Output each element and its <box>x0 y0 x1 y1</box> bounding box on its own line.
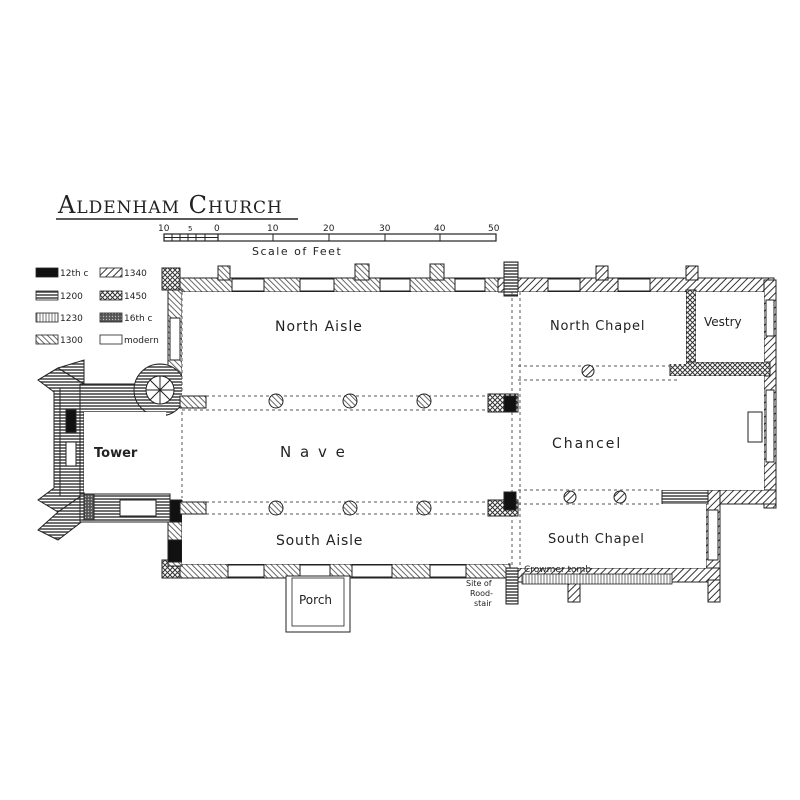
label-porch: Porch <box>299 593 332 607</box>
scale-tick-label: 30 <box>379 224 391 234</box>
scale-caption: Scale of Feet <box>252 245 342 258</box>
scale-tick-label: 5 <box>188 225 192 233</box>
legend-swatch <box>35 290 59 301</box>
scale-tick-label: 0 <box>214 224 220 234</box>
label-north-chapel: North Chapel <box>550 319 645 334</box>
legend-label: 1300 <box>60 336 83 346</box>
label-chancel: Chancel <box>552 436 622 452</box>
label-tower: Tower <box>94 446 138 461</box>
scale-tick-label: 50 <box>488 224 500 234</box>
label-nave: N a v e <box>280 443 347 461</box>
legend-swatch <box>35 267 59 278</box>
scale-bar: 10 5 0 10 20 30 40 50 Scale of Feet <box>158 224 500 258</box>
walls <box>37 261 777 605</box>
legend-swatch <box>99 267 123 278</box>
legend-label: 1230 <box>60 314 83 324</box>
room-areas <box>84 292 764 568</box>
label-rood-stair: Rood- <box>470 589 493 598</box>
legend-swatch <box>99 334 123 345</box>
scale-tick-label: 20 <box>323 224 335 234</box>
legend-swatch <box>35 334 59 345</box>
altar <box>747 411 763 443</box>
legend-label: 1450 <box>124 292 147 302</box>
plan-title: Aldenham Church <box>57 191 283 219</box>
legend-swatch <box>99 312 123 323</box>
legend-label: 1200 <box>60 292 83 302</box>
label-crowmer-tomb: Crowmer tomb <box>524 565 591 575</box>
label-vestry: Vestry <box>704 315 742 329</box>
legend: 12th c 1340 1200 1450 1230 16th c 1300 m… <box>35 267 159 346</box>
porch <box>285 575 351 633</box>
scale-tick-label: 10 <box>158 224 170 234</box>
crowmer-tomb <box>521 573 673 585</box>
legend-swatch <box>99 290 123 301</box>
label-north-aisle: North Aisle <box>275 319 363 335</box>
label-south-chapel: South Chapel <box>548 532 645 547</box>
scale-tick-label: 10 <box>267 224 279 234</box>
piers <box>179 364 627 517</box>
scale-tick-label: 40 <box>434 224 446 234</box>
legend-label: 1340 <box>124 269 147 279</box>
label-south-aisle: South Aisle <box>276 533 363 549</box>
legend-swatch <box>35 312 59 323</box>
label-rood-stair: stair <box>474 599 492 608</box>
legend-label: 12th c <box>60 269 89 279</box>
legend-label: modern <box>124 336 159 346</box>
legend-label: 16th c <box>124 314 153 324</box>
label-rood-stair: Site of <box>466 579 492 588</box>
